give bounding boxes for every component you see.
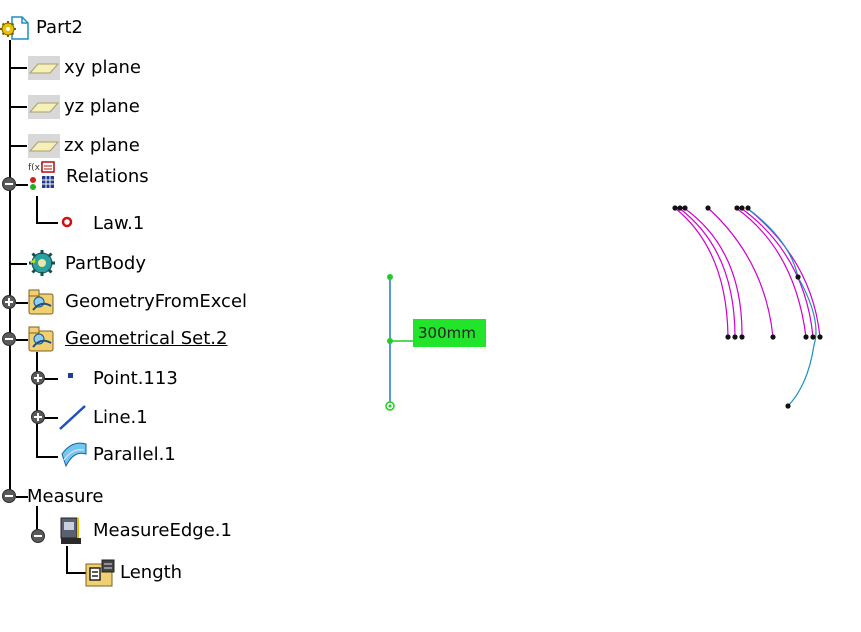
tree-branch-line	[9, 106, 27, 108]
svg-text:f(x): f(x)	[28, 163, 44, 173]
line-mid-point[interactable]	[387, 338, 393, 344]
tree-node-label: Point.113	[93, 368, 178, 389]
relations-icon: f(x)	[28, 161, 55, 190]
tree-node-zx-plane[interactable]: zx plane	[27, 133, 140, 159]
tree-branch-line	[44, 378, 58, 380]
tree-sub-line	[36, 352, 38, 458]
collapse-geometrical-set-toggle[interactable]	[2, 332, 16, 346]
length-parameter-icon	[85, 559, 115, 587]
tree-node-part2[interactable]: Part2	[0, 15, 83, 41]
curve[interactable]	[674, 207, 729, 338]
tree-node-label: GeometryFromExcel	[65, 291, 248, 312]
point-icon	[68, 373, 73, 378]
tree-node-label: Parallel.1	[93, 444, 176, 465]
tree-branch-line	[16, 496, 28, 498]
tree-branch-line	[9, 67, 27, 69]
tree-node-xy-plane[interactable]: xy plane	[27, 55, 141, 81]
specification-tree: Part2 xy plane yz plane zx plane f(x)	[0, 0, 300, 632]
tree-branch-line	[9, 263, 27, 265]
tree-branch-line	[9, 145, 27, 147]
geometrical-set-icon	[28, 326, 54, 352]
curve[interactable]	[740, 207, 814, 338]
tree-branch-line	[16, 184, 28, 186]
tree-node-label: Law.1	[93, 213, 145, 234]
plane-icon	[28, 95, 60, 119]
tree-node-law[interactable]: Law.1	[58, 211, 144, 237]
curve[interactable]	[735, 207, 807, 338]
tree-node-label: MeasureEdge.1	[93, 520, 232, 541]
tree-node-label: xy plane	[64, 57, 141, 78]
tree-node-line[interactable]: Line.1	[58, 405, 148, 431]
tree-node-label: Geometrical Set.2	[65, 328, 228, 349]
part-gear-icon	[0, 16, 29, 40]
tree-branch-line	[66, 572, 86, 574]
tree-node-partbody[interactable]: PartBody	[27, 250, 146, 277]
line-icon	[59, 405, 86, 430]
expand-geometryfromexcel-toggle[interactable]	[2, 295, 16, 309]
parallel-curve-icon	[61, 442, 87, 468]
tree-node-label: Line.1	[93, 407, 148, 428]
tree-node-label: zx plane	[64, 135, 140, 156]
parallel-curves-group[interactable]	[674, 207, 821, 338]
line-start-point[interactable]	[387, 274, 393, 280]
collapse-relations-toggle[interactable]	[2, 177, 16, 191]
tree-node-length[interactable]: Length	[84, 559, 183, 587]
law-icon	[61, 216, 73, 228]
collapse-measureedge-toggle[interactable]	[31, 529, 45, 543]
tree-node-label: Part2	[36, 17, 83, 38]
expand-line-toggle[interactable]	[31, 410, 45, 424]
selected-curve[interactable]	[746, 207, 817, 407]
tree-branch-line	[44, 417, 58, 419]
dimension-label[interactable]: 300mm	[413, 319, 486, 347]
curve[interactable]	[746, 207, 821, 338]
tree-branch-line	[36, 222, 58, 224]
plane-icon	[28, 56, 60, 80]
curve-endpoints-group	[672, 205, 823, 409]
partbody-gear-icon	[29, 250, 55, 276]
tree-node-label: Measure	[27, 486, 104, 507]
tree-sub-line	[36, 506, 38, 536]
tree-branch-line	[36, 456, 58, 458]
geometrical-set-icon	[28, 289, 54, 315]
tree-node-measureedge[interactable]: MeasureEdge.1	[58, 517, 232, 544]
tree-node-relations[interactable]: f(x) Relations	[27, 161, 149, 190]
curve[interactable]	[683, 207, 743, 338]
measure-edge-icon	[60, 517, 81, 544]
tree-trunk-line	[9, 40, 11, 494]
tree-node-geometryfromexcel[interactable]: GeometryFromExcel	[27, 289, 247, 315]
collapse-measure-toggle[interactable]	[2, 489, 16, 503]
plane-icon	[28, 134, 60, 158]
tree-node-label: yz plane	[64, 96, 140, 117]
expand-point-toggle[interactable]	[31, 371, 45, 385]
tree-node-label: Relations	[66, 166, 149, 187]
tree-node-label: Length	[120, 562, 183, 583]
tree-branch-line	[16, 339, 28, 341]
tree-branch-line	[16, 302, 28, 304]
tree-node-label: PartBody	[65, 253, 146, 274]
curve[interactable]	[707, 207, 774, 338]
tree-node-yz-plane[interactable]: yz plane	[27, 94, 140, 120]
tree-node-measure[interactable]: Measure	[27, 484, 104, 510]
tree-node-point[interactable]: Point.113	[58, 366, 178, 392]
tree-node-parallel[interactable]: Parallel.1	[58, 442, 176, 468]
curve[interactable]	[678, 207, 736, 338]
tree-sub-line	[36, 196, 38, 224]
tree-sub-line	[66, 546, 68, 574]
tree-node-geometrical-set-2[interactable]: Geometrical Set.2	[27, 326, 227, 352]
